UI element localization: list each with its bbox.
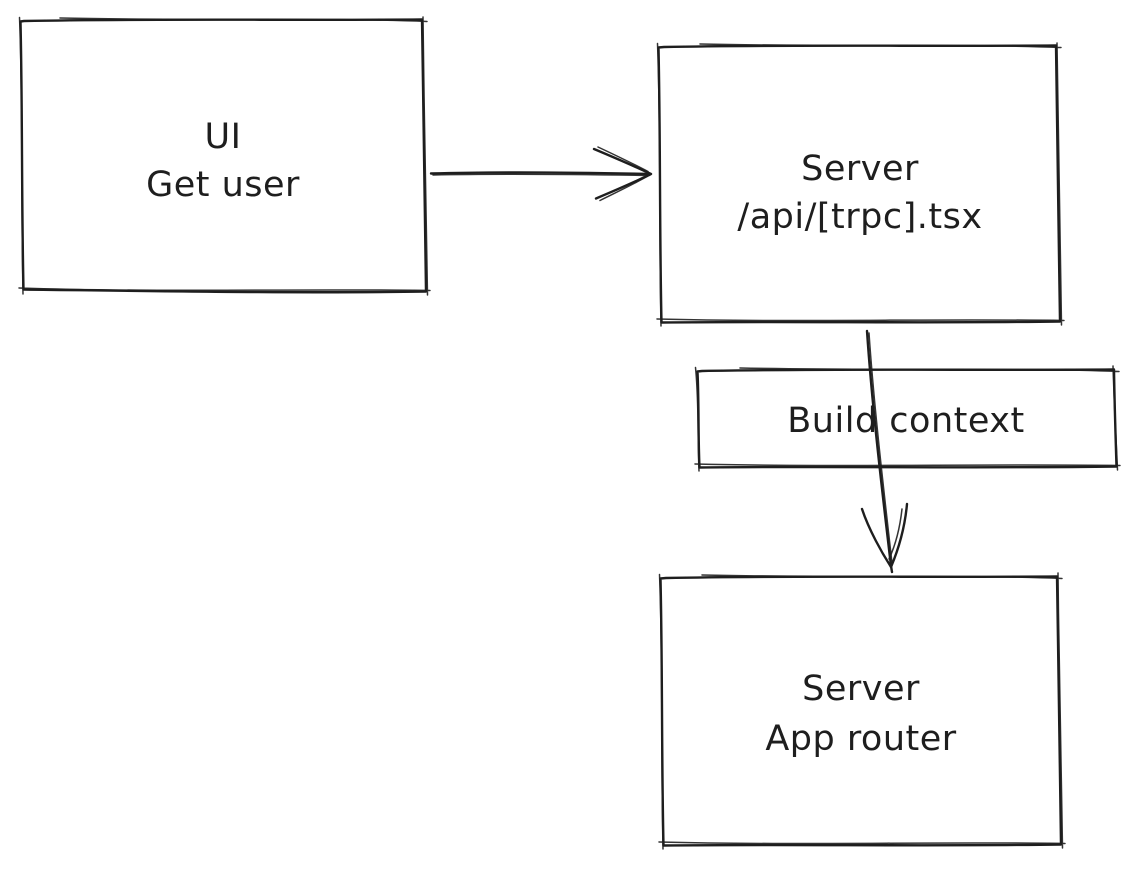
- node-server-api-label-line2: /api/[trpc].tsx: [737, 197, 982, 237]
- arrow-ui-to-server[interactable]: [429, 146, 653, 202]
- node-server-api[interactable]: Server /api/[trpc].tsx: [656, 42, 1065, 327]
- node-ui-label-line1: UI: [205, 117, 242, 157]
- arrow-shaft-sketch-pass: [868, 332, 893, 564]
- node-server-router[interactable]: Server App router: [658, 572, 1066, 850]
- node-server-router-label-line1: Server: [802, 669, 920, 709]
- node-ui-label-line2: Get user: [146, 165, 300, 205]
- node-ui-border-sketch-pass: [18, 16, 431, 296]
- node-server-api-label-line1: Server: [801, 149, 919, 189]
- arrow-shaft: [865, 329, 894, 574]
- node-server-router-border-sketch-pass: [658, 572, 1066, 850]
- node-server-router-label-line2: App router: [765, 719, 956, 759]
- arrow-head: [860, 502, 909, 569]
- node-server-api-border-sketch-pass: [656, 42, 1065, 327]
- arrow-shaft-sketch-pass: [432, 173, 650, 177]
- arrow-head-sketch-pass: [597, 146, 649, 202]
- arrow-shaft: [429, 171, 652, 176]
- node-build-context-label: Build context: [787, 401, 1024, 441]
- node-build-context[interactable]: Build context: [694, 365, 1121, 472]
- arrow-head-sketch-pass: [888, 508, 903, 560]
- node-build-context-border-sketch-pass: [694, 365, 1121, 472]
- arrow-server-to-router[interactable]: [860, 329, 909, 574]
- node-ui-get-user[interactable]: UI Get user: [18, 16, 431, 296]
- node-server-router-border: [659, 575, 1063, 847]
